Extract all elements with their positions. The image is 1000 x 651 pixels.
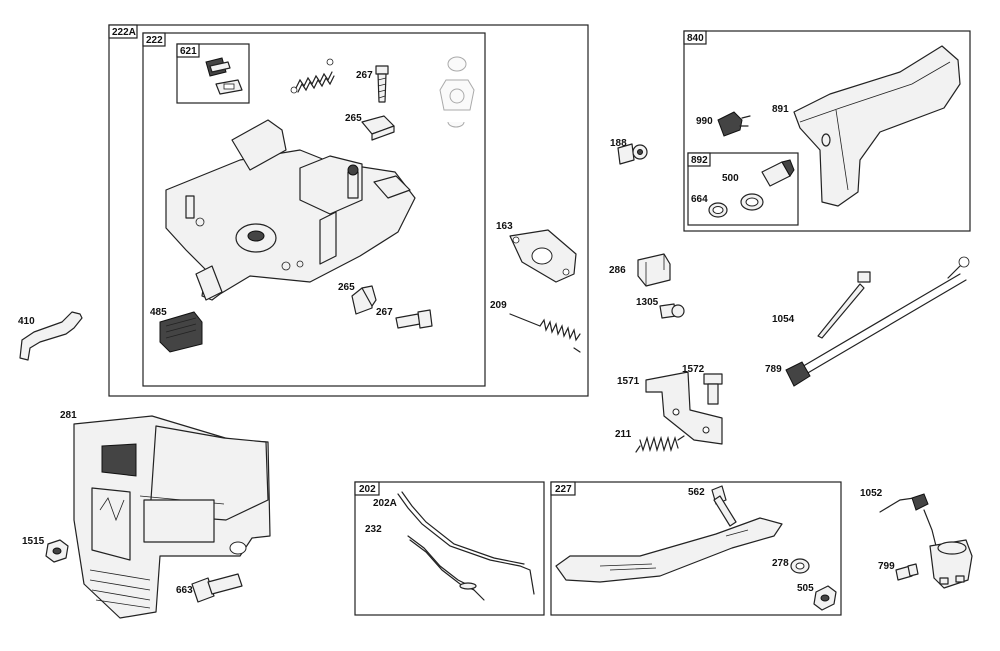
- label-505: 505: [797, 583, 814, 594]
- group-621: 621: [176, 43, 250, 104]
- label-209: 209: [490, 300, 507, 311]
- spring-icon: [290, 58, 335, 94]
- clip-icon: [361, 115, 395, 141]
- screw-icon: [375, 65, 389, 103]
- spring-icon: [635, 435, 685, 453]
- connector-icon: [637, 253, 671, 287]
- clip-icon: [205, 57, 243, 95]
- label-267-top: 267: [356, 70, 373, 81]
- group-202: 202: [354, 481, 545, 616]
- label-663: 663: [176, 585, 193, 596]
- group-label-892: 892: [691, 155, 708, 166]
- label-799: 799: [878, 561, 895, 572]
- governor-link-icon: [397, 491, 535, 601]
- lever-icon: [555, 517, 783, 583]
- label-278: 278: [772, 558, 789, 569]
- label-891: 891: [772, 104, 789, 115]
- label-202A: 202A: [373, 498, 397, 509]
- fuel-shutoff-icon: [708, 159, 795, 218]
- nut-icon: [813, 585, 837, 611]
- gasket-icon: [509, 229, 577, 283]
- label-1571: 1571: [617, 376, 640, 387]
- washer-icon: [790, 558, 810, 574]
- group-label-222: 222: [146, 35, 163, 46]
- label-500: 500: [722, 173, 739, 184]
- screw-icon: [895, 563, 919, 581]
- group-label-621: 621: [180, 46, 197, 57]
- screw-icon: [395, 309, 433, 329]
- cable-tie-icon: [817, 271, 871, 339]
- clip-icon: [351, 285, 377, 315]
- label-232: 232: [365, 524, 382, 535]
- screw-icon: [617, 143, 648, 165]
- label-188: 188: [610, 138, 627, 149]
- label-789: 789: [765, 364, 782, 375]
- label-664: 664: [691, 194, 708, 205]
- group-label-222A: 222A: [112, 27, 136, 38]
- label-211: 211: [615, 429, 632, 440]
- group-892: 892: [687, 152, 799, 226]
- connector-icon: [159, 311, 203, 353]
- shroud-icon: [793, 45, 961, 207]
- label-281: 281: [60, 410, 77, 421]
- label-1052: 1052: [860, 488, 883, 499]
- label-485: 485: [150, 307, 167, 318]
- screw-icon: [703, 373, 723, 405]
- label-562: 562: [688, 487, 705, 498]
- label-410: 410: [18, 316, 35, 327]
- screw-icon: [711, 485, 737, 527]
- wire-harness-icon: [785, 256, 970, 387]
- label-286: 286: [609, 265, 626, 276]
- label-265-top: 265: [345, 113, 362, 124]
- screw-icon: [659, 303, 685, 319]
- fuel-line-icon: [19, 311, 83, 361]
- label-1572: 1572: [682, 364, 705, 375]
- label-265-lower: 265: [338, 282, 355, 293]
- spring-icon: [509, 313, 581, 353]
- group-222A: 222A: [108, 24, 589, 397]
- group-840: 840: [683, 30, 971, 232]
- group-label-840: 840: [687, 33, 704, 44]
- solenoid-icon: [879, 493, 973, 589]
- label-1515: 1515: [22, 536, 45, 547]
- label-1054: 1054: [772, 314, 795, 325]
- label-990: 990: [696, 116, 713, 127]
- clip-icon: [439, 56, 475, 128]
- label-163: 163: [496, 221, 513, 232]
- group-227: 227: [550, 481, 842, 616]
- label-1305: 1305: [636, 297, 659, 308]
- shroud-icon: [73, 415, 271, 619]
- connector-icon: [717, 111, 751, 137]
- bracket-icon: [645, 371, 723, 445]
- bracket-icon: [165, 119, 416, 301]
- screw-icon: [191, 573, 243, 603]
- label-267-lower: 267: [376, 307, 393, 318]
- group-label-227: 227: [555, 484, 572, 495]
- group-222: 222: [142, 32, 486, 387]
- group-label-202: 202: [359, 484, 376, 495]
- screw-icon: [45, 539, 69, 563]
